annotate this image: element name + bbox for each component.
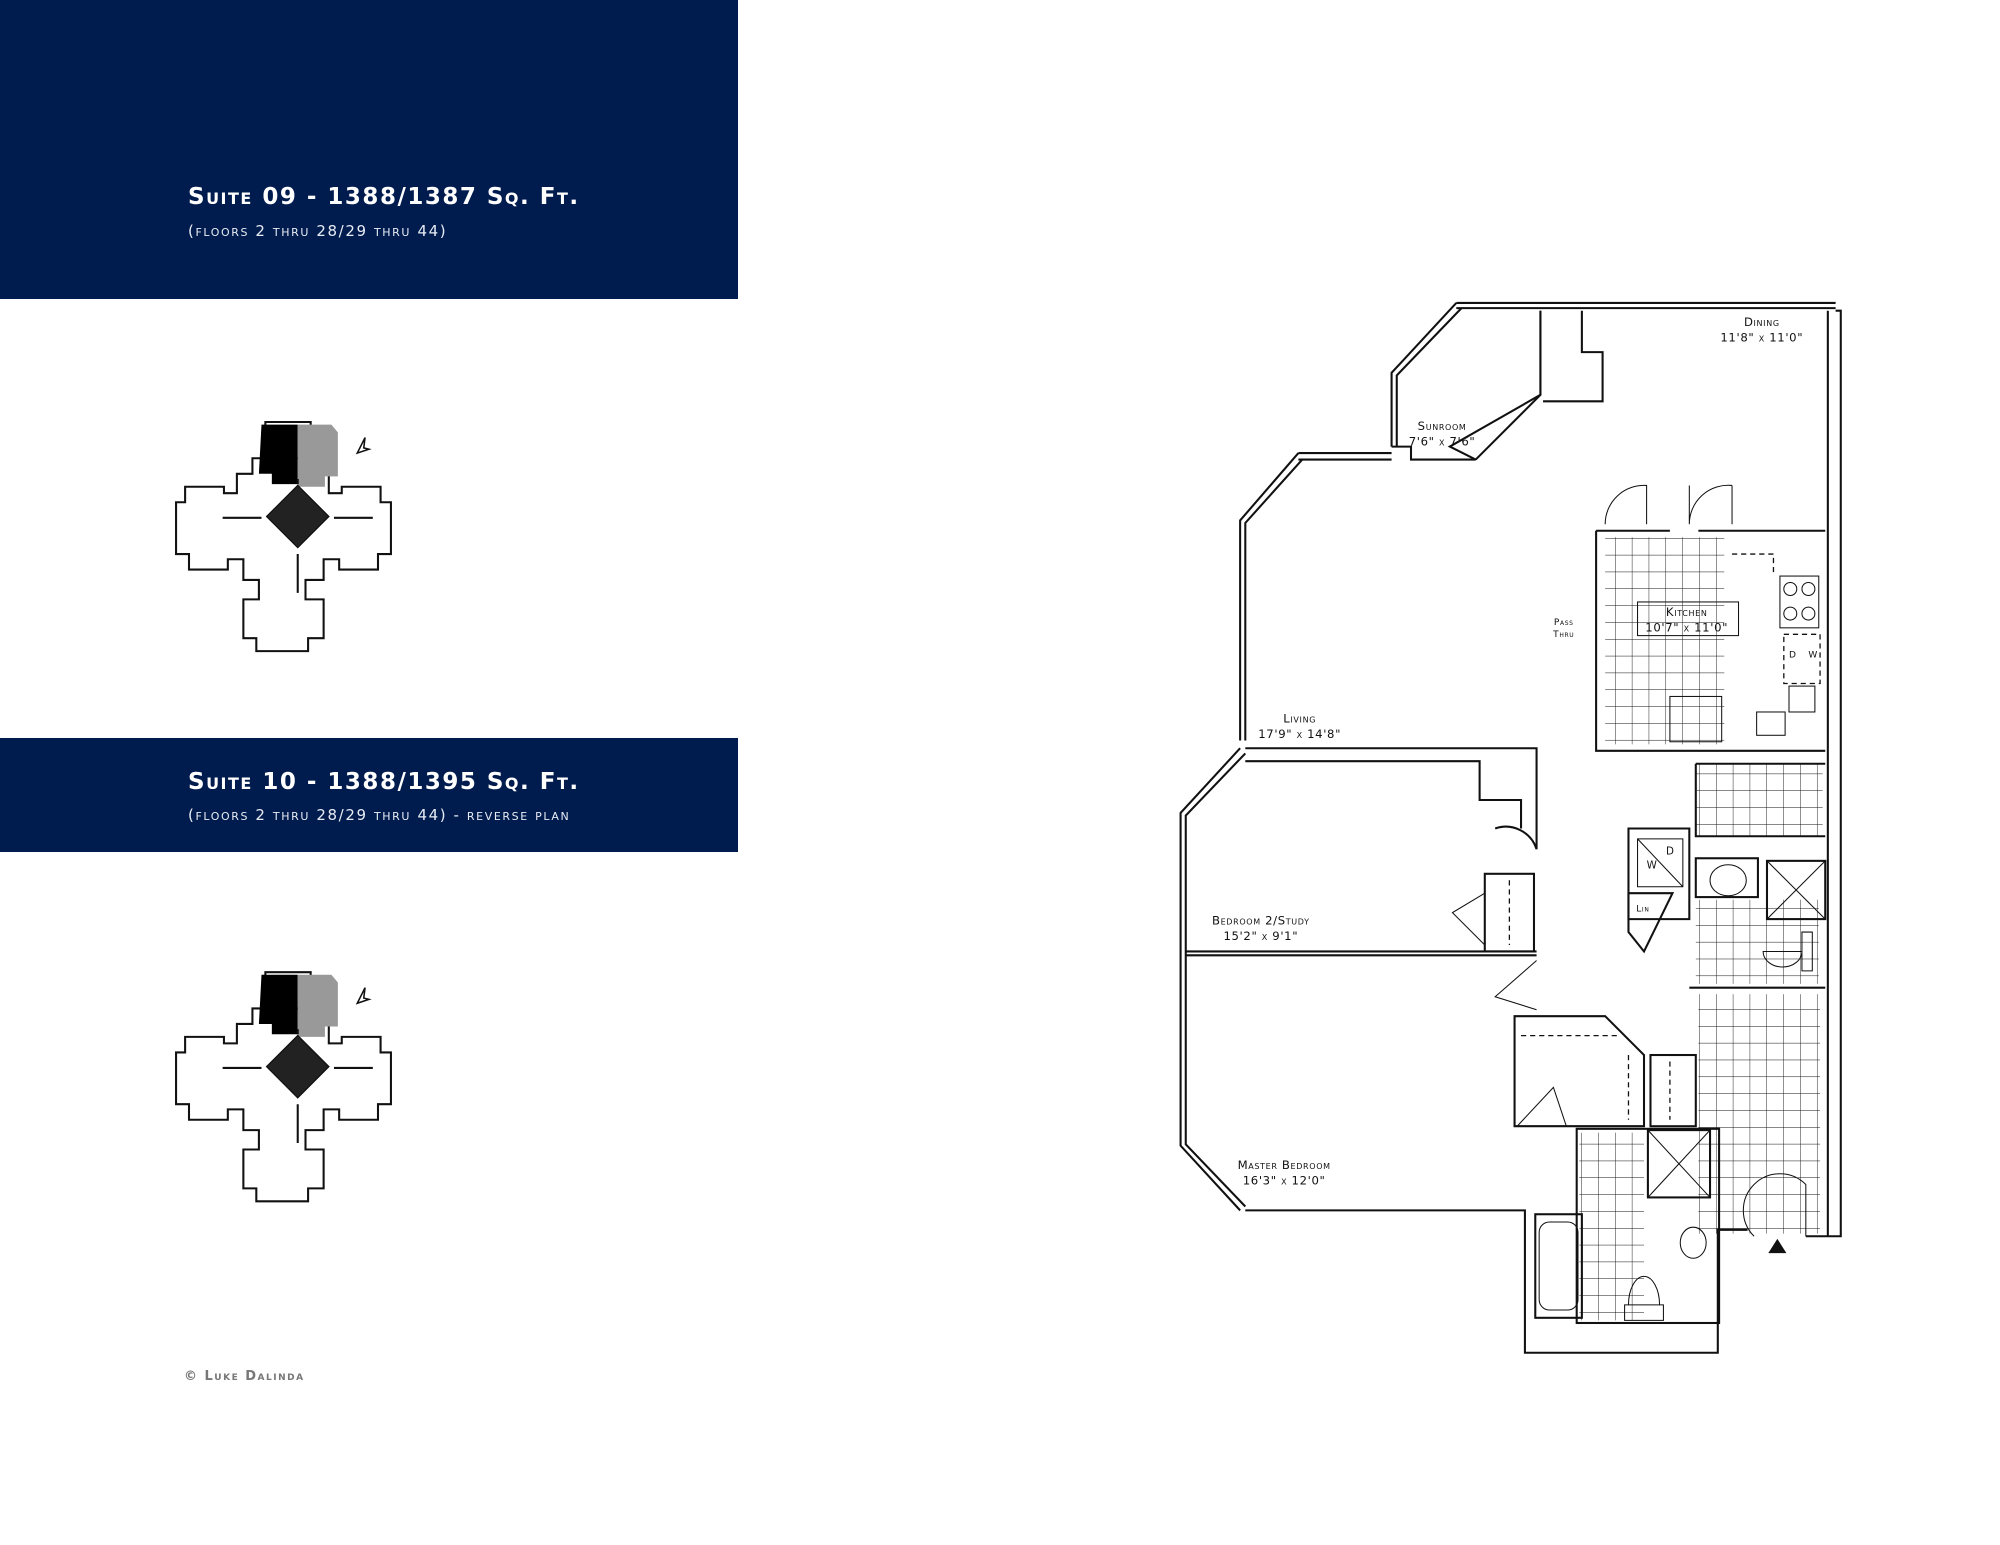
room-name-dining: Dining bbox=[1744, 315, 1780, 329]
room-labels: Dining 11'8" x 11'0" Sunroom 7'6" x 7'6"… bbox=[1212, 315, 1818, 1187]
room-size-living: 17'9" x 14'8" bbox=[1258, 727, 1341, 741]
entry-marker-icon bbox=[1768, 1238, 1787, 1254]
dishwasher-d-label: D bbox=[1789, 651, 1797, 661]
suite-10-subtitle: (floors 2 thru 28/29 thru 44) - reverse … bbox=[188, 806, 571, 824]
dryer-label: D bbox=[1666, 845, 1675, 857]
dishwasher-w-label: W bbox=[1808, 651, 1818, 661]
room-name-bedroom-2: Bedroom 2/Study bbox=[1212, 913, 1310, 927]
pass-thru-label-2: Thru bbox=[1552, 630, 1574, 640]
key-plan-suite-10 bbox=[175, 971, 392, 1203]
suite-09-subtitle: (floors 2 thru 28/29 thru 44) bbox=[188, 222, 448, 240]
copyright: © Luke Dalinda bbox=[184, 1369, 305, 1384]
suite-10-title: Suite 10 - 1388/1395 Sq. Ft. bbox=[188, 769, 580, 795]
room-name-living: Living bbox=[1283, 711, 1316, 725]
suite-09-title: Suite 09 - 1388/1387 Sq. Ft. bbox=[188, 184, 580, 210]
room-size-master-bedroom: 16'3" x 12'0" bbox=[1243, 1173, 1326, 1187]
washer-label: W bbox=[1647, 860, 1658, 872]
linen-label: Lin bbox=[1636, 904, 1649, 914]
suite-09-banner: Suite 09 - 1388/1387 Sq. Ft. (floors 2 t… bbox=[0, 0, 738, 299]
key-plan-suite-09 bbox=[175, 420, 392, 653]
floor-plan bbox=[1179, 301, 1842, 1354]
room-size-dining: 11'8" x 11'0" bbox=[1720, 331, 1803, 345]
suite-10-banner: Suite 10 - 1388/1395 Sq. Ft. (floors 2 t… bbox=[0, 738, 738, 852]
room-size-sunroom: 7'6" x 7'6" bbox=[1409, 434, 1476, 448]
room-name-sunroom: Sunroom bbox=[1418, 419, 1467, 433]
room-name-master-bedroom: Master Bedroom bbox=[1238, 1158, 1331, 1172]
pass-thru-label: Pass bbox=[1554, 618, 1574, 628]
room-size-kitchen: 10'7" x 11'0" bbox=[1645, 621, 1728, 635]
room-name-kitchen: Kitchen bbox=[1666, 605, 1708, 619]
room-size-bedroom-2: 15'2" x 9'1" bbox=[1223, 929, 1298, 943]
